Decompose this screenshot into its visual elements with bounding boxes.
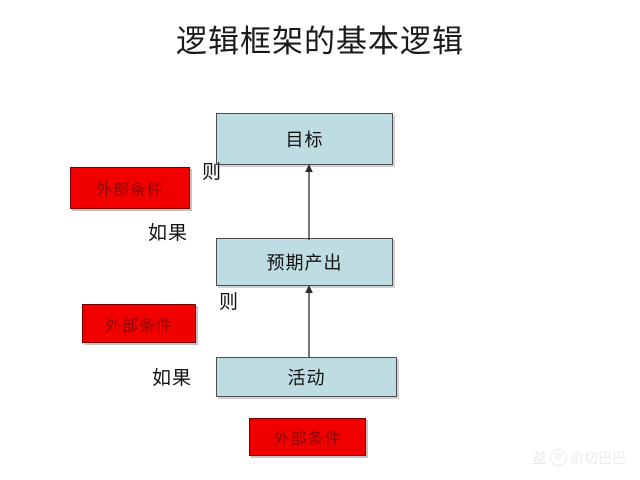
connector-label-then-upper: 则 <box>202 162 223 183</box>
connector-label-if-lower: 如果 <box>152 368 193 389</box>
connector-label-then-lower: 则 <box>219 292 240 313</box>
condition-box-middle-label: 外部条件 <box>104 317 173 335</box>
node-goal[interactable]: 目标 <box>216 113 393 165</box>
node-output[interactable]: 预期产出 <box>216 238 393 286</box>
watermark-logo-icon: 益 <box>531 449 547 467</box>
condition-box-bottom-label: 外部条件 <box>273 431 342 448</box>
node-activity[interactable]: 活动 <box>216 357 397 397</box>
node-output-label: 预期产出 <box>266 253 343 273</box>
arrow-activity-to-output-icon <box>302 285 316 358</box>
condition-box-bottom[interactable]: 外部条件 <box>249 418 366 456</box>
page-title: 逻辑框架的基本逻辑 <box>176 24 464 59</box>
connector-label-if-upper: 如果 <box>148 223 189 244</box>
watermark-text: 俞切巴巴 <box>570 449 626 466</box>
condition-box-middle[interactable]: 外部条件 <box>82 304 196 343</box>
node-activity-label: 活动 <box>287 368 326 388</box>
watermark: 益 @ 俞切巴巴 <box>532 447 626 468</box>
condition-box-top-label: 外部条件 <box>95 182 164 199</box>
node-goal-label: 目标 <box>285 130 324 150</box>
arrow-output-to-goal-icon <box>302 164 316 240</box>
condition-box-top[interactable]: 外部条件 <box>70 167 190 209</box>
watermark-at-icon: @ <box>550 449 567 466</box>
